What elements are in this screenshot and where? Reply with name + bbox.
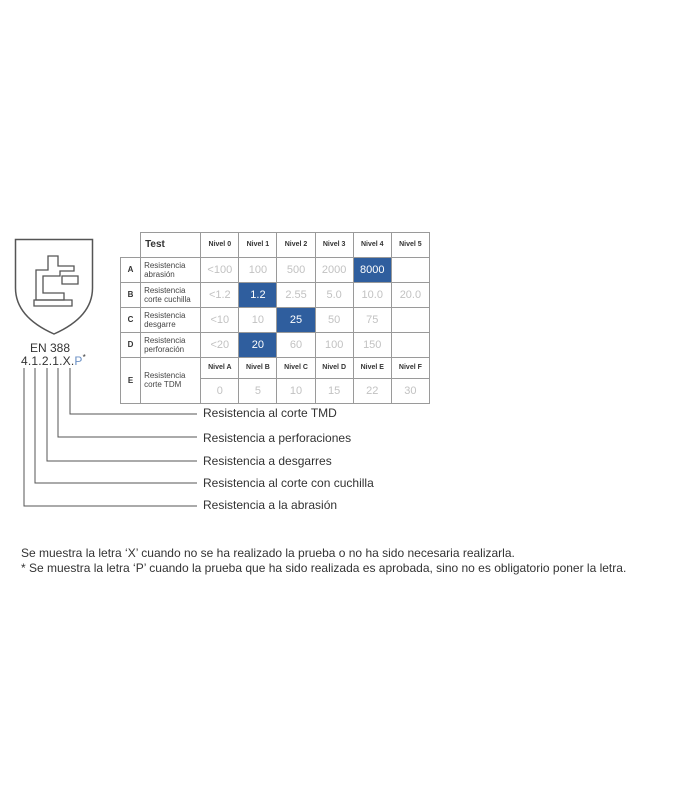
test-header: Test <box>140 232 202 258</box>
value-cell: 2000 <box>314 256 354 283</box>
row-name-line: perforación <box>144 344 185 354</box>
note-p: * Se muestra la letra ‘P’ cuando la prue… <box>21 561 627 575</box>
value-cell: 150 <box>352 331 392 358</box>
row-name-line: desgarre <box>144 319 176 329</box>
level-header: Nivel B <box>238 356 278 379</box>
level-header: Nivel 4 <box>352 232 392 258</box>
standard-code-p: P <box>74 354 83 368</box>
level-header: Nivel D <box>314 356 354 379</box>
level-header: Nivel C <box>276 356 316 379</box>
value-cell: 500 <box>276 256 316 283</box>
level-header: Nivel 2 <box>276 232 316 258</box>
row-letter: D <box>119 331 142 358</box>
value-cell: 22 <box>352 377 392 404</box>
level-header: Nivel 1 <box>238 232 278 258</box>
value-cell: 100 <box>314 331 354 358</box>
value-cell: 15 <box>314 377 354 404</box>
row-name-line: Resistencia <box>144 371 186 380</box>
standard-name: EN 388 <box>30 341 71 355</box>
row-letter: C <box>119 306 142 333</box>
row-letter: B <box>119 281 142 308</box>
value-cell: 50 <box>314 306 354 333</box>
row-name-line: Resistencia <box>144 285 186 295</box>
value-cell <box>390 256 431 283</box>
value-cell <box>390 306 431 333</box>
value-cell: <20 <box>200 331 240 358</box>
level-header: Nivel E <box>352 356 392 379</box>
value-cell: 5.0 <box>314 281 354 308</box>
note-x: Se muestra la letra ‘X’ cuando no se ha … <box>21 546 515 560</box>
value-cell: 20.0 <box>390 281 431 308</box>
value-cell: <10 <box>200 306 240 333</box>
level-header: Nivel 3 <box>314 232 354 258</box>
row-name-line: Resistencia <box>144 260 186 270</box>
value-cell: 100 <box>238 256 278 283</box>
standard-code: 4.1.2.1.X.P* <box>21 353 86 368</box>
performance-table: Test Nivel 0 Nivel 1 Nivel 2 Nivel 3 Niv… <box>119 232 431 404</box>
value-cell: <1.2 <box>200 281 240 308</box>
level-header: Nivel F <box>390 356 431 379</box>
standard-code-mark: * <box>82 353 86 362</box>
value-cell: 2.55 <box>276 281 316 308</box>
value-cell: 75 <box>352 306 392 333</box>
row-letter: A <box>119 256 142 283</box>
value-cell: 20 <box>238 331 278 358</box>
value-cell: 8000 <box>352 256 392 283</box>
value-cell <box>390 331 431 358</box>
value-cell: 60 <box>276 331 316 358</box>
corner-cell <box>120 232 142 258</box>
row-name-line: corte cuchilla <box>144 294 191 304</box>
value-cell: 25 <box>276 306 316 333</box>
legend-item: Resistencia a perforaciones <box>203 431 352 445</box>
row-name-line: abrasión <box>144 269 175 279</box>
header-row: Test Nivel 0 Nivel 1 Nivel 2 Nivel 3 Niv… <box>120 232 431 258</box>
value-cell: 0 <box>200 377 240 404</box>
legend-item: Resistencia al corte con cuchilla <box>203 476 374 490</box>
level-header: Nivel 5 <box>390 232 431 258</box>
legend-item: Resistencia al corte TMD <box>203 406 337 420</box>
row-name-line: corte TDM <box>144 380 182 389</box>
value-cell: 1.2 <box>238 281 278 308</box>
legend-item: Resistencia a la abrasión <box>203 498 338 512</box>
value-cell: 10.0 <box>352 281 392 308</box>
level-header: Nivel 0 <box>200 232 240 258</box>
row-name-line: Resistencia <box>144 310 186 320</box>
value-cell: 5 <box>238 377 278 404</box>
standard-code-main: 4.1.2.1.X. <box>21 354 75 368</box>
value-cell: 10 <box>276 377 316 404</box>
value-cell: <100 <box>200 256 240 283</box>
value-cell: 30 <box>390 377 431 404</box>
row-letter: E <box>119 356 142 404</box>
value-cell: 10 <box>238 306 278 333</box>
legend-item: Resistencia a desgarres <box>203 454 332 468</box>
level-header: Nivel A <box>200 356 240 379</box>
shield-hand-icon <box>14 238 94 335</box>
row-name-line: Resistencia <box>144 335 186 345</box>
table-row-e-values: 0 5 10 15 22 30 <box>121 377 431 404</box>
